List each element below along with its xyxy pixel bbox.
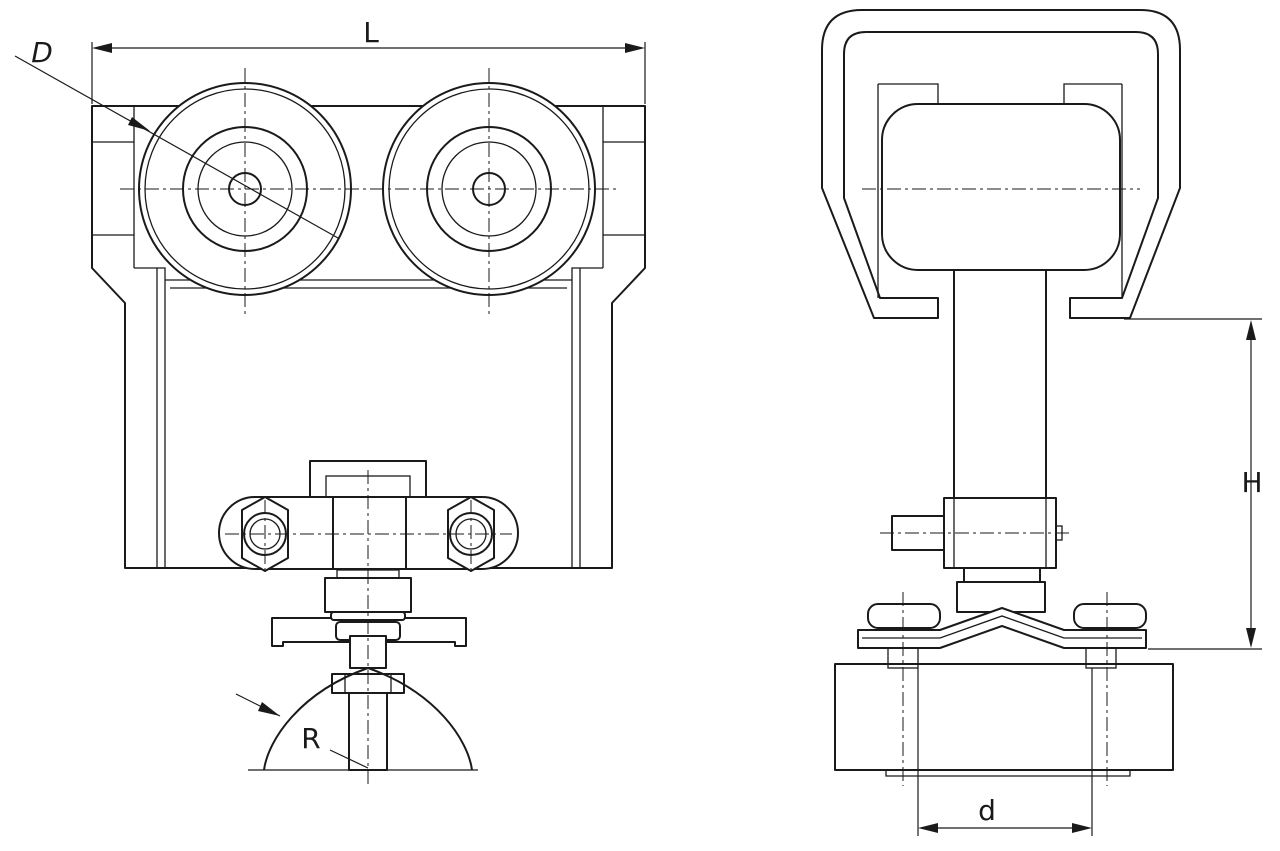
side-view: H d [821,9,1263,836]
dimension-L-label: L [363,16,379,49]
side-stem [880,270,1072,569]
side-roller [862,103,1140,271]
dimension-D-label: D [31,36,53,69]
front-view: L D R [14,16,646,786]
side-clamp-plate [857,603,1147,669]
side-coupling [956,567,1046,613]
clamp-bracket [218,460,519,572]
dimension-D: D [14,36,339,239]
side-base-block [834,663,1174,777]
dimension-R: R [235,693,369,769]
dimension-d: d [917,668,1093,836]
dimension-H-label: H [1241,466,1262,499]
side-bolt-centerlines [902,592,1108,786]
wheel-centerlines [120,68,620,318]
dimension-L: L [91,16,646,104]
track-profile [821,9,1181,319]
dimension-d-label: d [978,794,996,827]
dimension-R-label: R [301,722,320,755]
dimension-H: H [1124,318,1263,650]
hanger-assembly [248,470,478,786]
